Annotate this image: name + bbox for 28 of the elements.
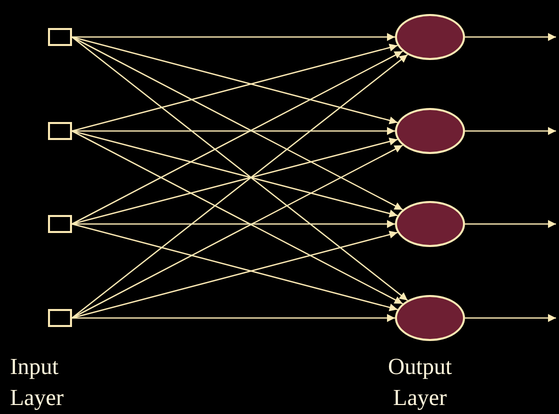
input-node-box bbox=[48, 28, 72, 46]
arrow bbox=[72, 230, 398, 319]
output-node-circle bbox=[395, 295, 465, 341]
arrow bbox=[465, 220, 556, 228]
arrow bbox=[465, 127, 556, 135]
input-node-box bbox=[48, 309, 72, 327]
layer-label: Input Layer bbox=[10, 353, 65, 412]
arrow bbox=[72, 50, 403, 225]
arrow bbox=[72, 127, 395, 135]
output-node-circle bbox=[395, 201, 465, 247]
arrow bbox=[72, 36, 403, 210]
arrow bbox=[72, 130, 403, 304]
arrow bbox=[465, 33, 556, 41]
arrow bbox=[72, 144, 403, 319]
arrow bbox=[72, 223, 398, 312]
output-node-circle bbox=[395, 14, 465, 60]
arrow bbox=[72, 220, 395, 228]
arrow bbox=[72, 138, 398, 225]
input-node-box bbox=[48, 122, 72, 140]
arrow bbox=[72, 33, 395, 41]
output-node-circle bbox=[395, 108, 465, 154]
arrow bbox=[72, 36, 398, 124]
layer-label: Output Layer bbox=[387, 353, 453, 412]
input-node-box bbox=[48, 215, 72, 233]
arrow bbox=[465, 314, 556, 322]
arrow bbox=[72, 314, 395, 322]
arrow bbox=[72, 130, 398, 218]
arrow bbox=[72, 44, 398, 132]
